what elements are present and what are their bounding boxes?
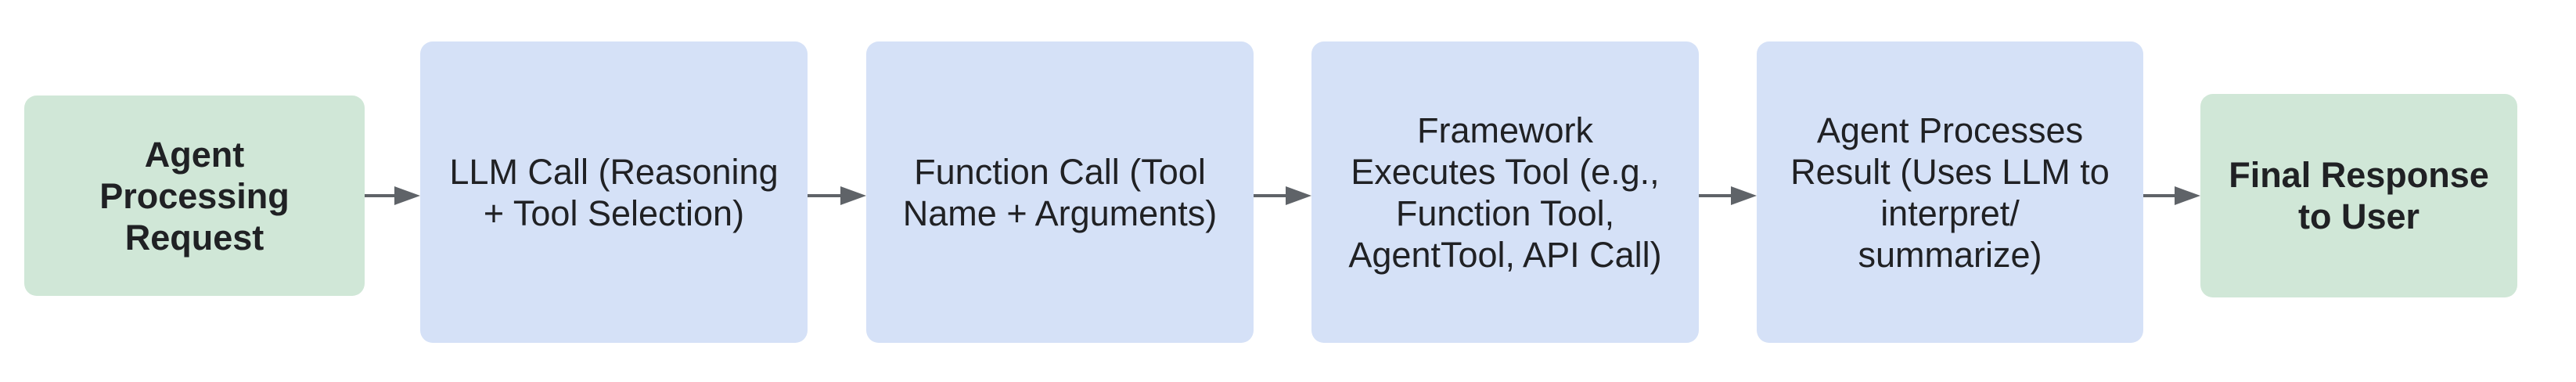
arrow-shaft	[1699, 194, 1733, 197]
arrow-head-icon	[1286, 186, 1311, 205]
flow-arrow	[365, 186, 420, 205]
node-agent-processes-result: Agent Processes Result (Uses LLM to inte…	[1757, 41, 2143, 343]
arrow-head-icon	[394, 186, 420, 205]
flow-arrow	[2143, 186, 2200, 205]
node-label: Agent Processing Request	[99, 134, 290, 258]
arrow-head-icon	[1731, 186, 1757, 205]
flow-arrow	[1699, 186, 1757, 205]
arrow-head-icon	[2175, 186, 2200, 205]
arrow-shaft	[365, 194, 397, 197]
arrow-shaft	[2143, 194, 2177, 197]
node-function-call: Function Call (Tool Name + Arguments)	[866, 41, 1254, 343]
node-label: Function Call (Tool Name + Arguments)	[902, 151, 1218, 233]
node-framework-executes-tool: Framework Executes Tool (e.g., Function …	[1311, 41, 1699, 343]
node-label: Final Response to User	[2229, 155, 2489, 236]
arrow-shaft	[808, 194, 843, 197]
arrow-head-icon	[840, 186, 866, 205]
node-final-response-to-user: Final Response to User	[2200, 94, 2517, 297]
node-agent-processing-request: Agent Processing Request	[24, 96, 365, 296]
node-llm-call: LLM Call (Reasoning + Tool Selection)	[420, 41, 808, 343]
node-label: Framework Executes Tool (e.g., Function …	[1348, 110, 1662, 275]
arrow-shaft	[1254, 194, 1288, 197]
node-label: Agent Processes Result (Uses LLM to inte…	[1790, 110, 2110, 275]
node-label: LLM Call (Reasoning + Tool Selection)	[449, 151, 779, 233]
flow-arrow	[1254, 186, 1311, 205]
flow-arrow	[808, 186, 866, 205]
